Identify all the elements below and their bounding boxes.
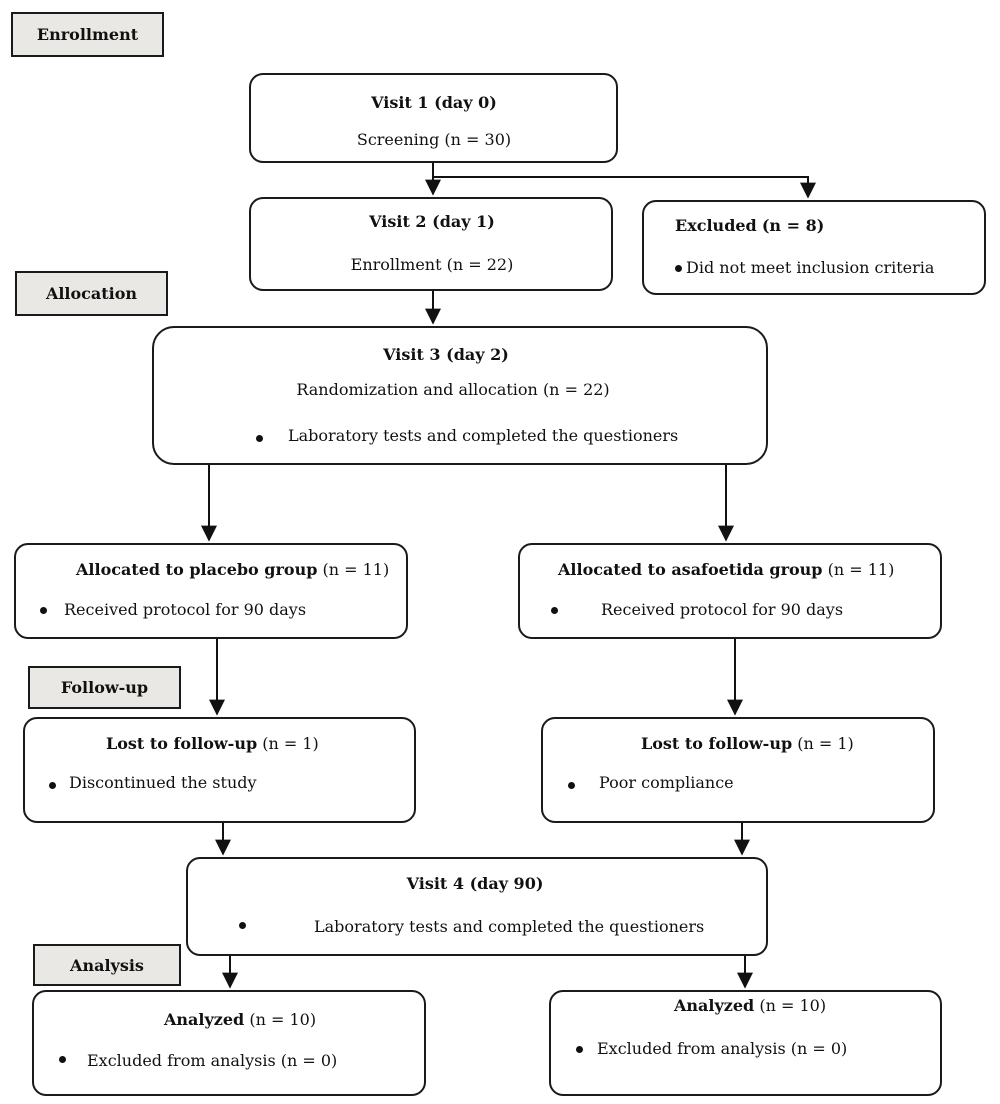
- analyzed-right-bullet: Excluded from analysis (n = 0): [597, 1039, 848, 1058]
- bullet-icon: [568, 782, 575, 789]
- lost-right-count: (n = 1): [797, 734, 854, 753]
- visit2-title: Visit 2 (day 1): [369, 212, 495, 231]
- visit3-text: Randomization and allocation (n = 22): [296, 380, 610, 399]
- analyzed-right-title: Analyzed: [674, 996, 755, 1015]
- visit4-title: Visit 4 (day 90): [406, 874, 544, 893]
- visit4-box: [186, 857, 768, 956]
- arrow-visit1-excluded: [433, 176, 816, 199]
- analyzed-right-box: [549, 990, 942, 1096]
- asafoetida-box: [518, 543, 942, 639]
- bullet-icon: [256, 435, 263, 442]
- lost-left-bullet: Discontinued the study: [69, 773, 257, 792]
- lost-left-count: (n = 1): [262, 734, 319, 753]
- lost-right-box: [541, 717, 935, 823]
- bullet-icon: [40, 607, 47, 614]
- analyzed-left-title: Analyzed: [164, 1010, 245, 1029]
- placebo-box: [14, 543, 408, 639]
- visit2-box: [249, 197, 613, 291]
- visit1-box: [249, 73, 618, 163]
- excluded-box: [642, 200, 986, 295]
- asafoetida-bullet: Received protocol for 90 days: [601, 600, 844, 619]
- placebo-title: Allocated to placebo group: [76, 560, 318, 579]
- analyzed-left-count: (n = 10): [249, 1010, 317, 1029]
- analyzed-left-bullet: Excluded from analysis (n = 0): [87, 1051, 338, 1070]
- bullet-icon: [675, 265, 682, 272]
- stage-followup: Follow-up: [28, 666, 181, 709]
- lost-left-title: Lost to follow-up: [106, 734, 258, 753]
- excluded-reason: Did not meet inclusion criteria: [686, 258, 935, 277]
- bullet-icon: [239, 922, 246, 929]
- analyzed-left-box: [32, 990, 426, 1096]
- lost-right-bullet: Poor compliance: [599, 773, 734, 792]
- lost-left-box: [23, 717, 416, 823]
- analyzed-right-heading: Analyzed (n = 10): [674, 996, 826, 1016]
- bullet-icon: [49, 782, 56, 789]
- bullet-icon: [576, 1046, 583, 1053]
- analyzed-right-count: (n = 10): [759, 996, 827, 1015]
- bullet-icon: [551, 607, 558, 614]
- visit3-bullet: Laboratory tests and completed the quest…: [288, 426, 679, 445]
- excluded-title: Excluded: [675, 216, 757, 235]
- placebo-bullet: Received protocol for 90 days: [64, 600, 307, 619]
- excluded-count: (n = 8): [761, 216, 825, 235]
- placebo-heading: Allocated to placebo group (n = 11): [76, 560, 389, 580]
- visit3-box: [152, 326, 768, 465]
- asafoetida-title: Allocated to asafoetida group: [558, 560, 823, 579]
- visit1-title: Visit 1 (day 0): [371, 93, 497, 112]
- lost-right-title: Lost to follow-up: [641, 734, 793, 753]
- asafoetida-count: (n = 11): [827, 560, 895, 579]
- stage-allocation: Allocation: [15, 271, 168, 316]
- excluded-heading: Excluded (n = 8): [675, 216, 824, 236]
- visit1-text: Screening (n = 30): [356, 130, 512, 149]
- stage-enrollment: Enrollment: [11, 12, 164, 57]
- visit2-text: Enrollment (n = 22): [350, 255, 514, 274]
- lost-right-heading: Lost to follow-up (n = 1): [641, 734, 854, 754]
- asafoetida-heading: Allocated to asafoetida group (n = 11): [558, 560, 894, 580]
- placebo-count: (n = 11): [322, 560, 390, 579]
- stage-analysis: Analysis: [33, 944, 181, 986]
- visit3-title: Visit 3 (day 2): [383, 345, 509, 364]
- visit4-bullet: Laboratory tests and completed the quest…: [314, 917, 705, 936]
- lost-left-heading: Lost to follow-up (n = 1): [106, 734, 319, 754]
- bullet-icon: [59, 1056, 66, 1063]
- analyzed-left-heading: Analyzed (n = 10): [164, 1010, 316, 1030]
